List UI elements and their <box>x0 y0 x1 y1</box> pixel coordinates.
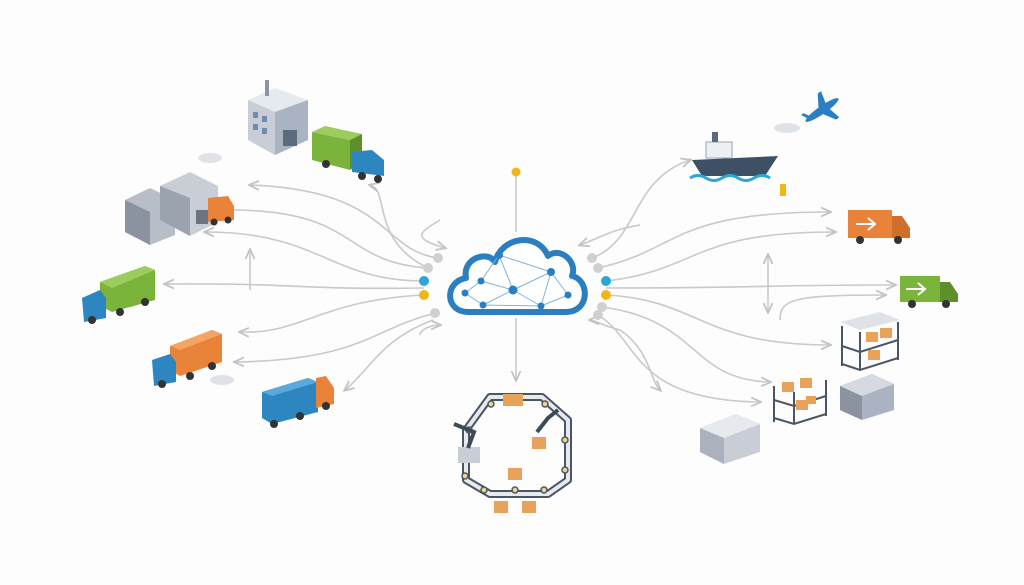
right-connectors <box>580 160 895 402</box>
package-icon <box>780 184 786 196</box>
robot-arm-icon <box>535 408 560 434</box>
left-ports <box>419 253 443 318</box>
left-connectors <box>165 185 445 390</box>
storage-shelf-icon <box>773 378 827 426</box>
truck-icon <box>152 330 222 388</box>
top-node-dot <box>511 167 521 177</box>
storage-shelf-icon <box>840 312 900 372</box>
server-cabinet-icon <box>700 414 760 464</box>
delivery-van-icon <box>900 276 958 308</box>
robot-arm-icon <box>453 422 477 449</box>
package-icon <box>494 501 508 513</box>
right-ports <box>587 253 611 320</box>
server-cabinet-icon <box>840 374 894 420</box>
package-icon <box>503 394 523 406</box>
robot-base <box>458 447 480 463</box>
cloud-network-icon <box>447 237 588 315</box>
airplane-icon <box>801 91 840 122</box>
conveyor-belt-icon <box>453 393 572 513</box>
package-icon <box>508 468 522 480</box>
truck-icon <box>82 266 155 324</box>
decorative-cloud-icon <box>198 123 800 385</box>
factory-icon <box>248 80 308 155</box>
truck-icon <box>262 376 334 428</box>
truck-icon <box>312 126 384 183</box>
delivery-van-icon <box>848 210 910 244</box>
package-icon <box>532 437 546 449</box>
warehouse-icon <box>125 172 234 245</box>
package-icon <box>522 501 536 513</box>
ship-icon <box>689 132 778 182</box>
